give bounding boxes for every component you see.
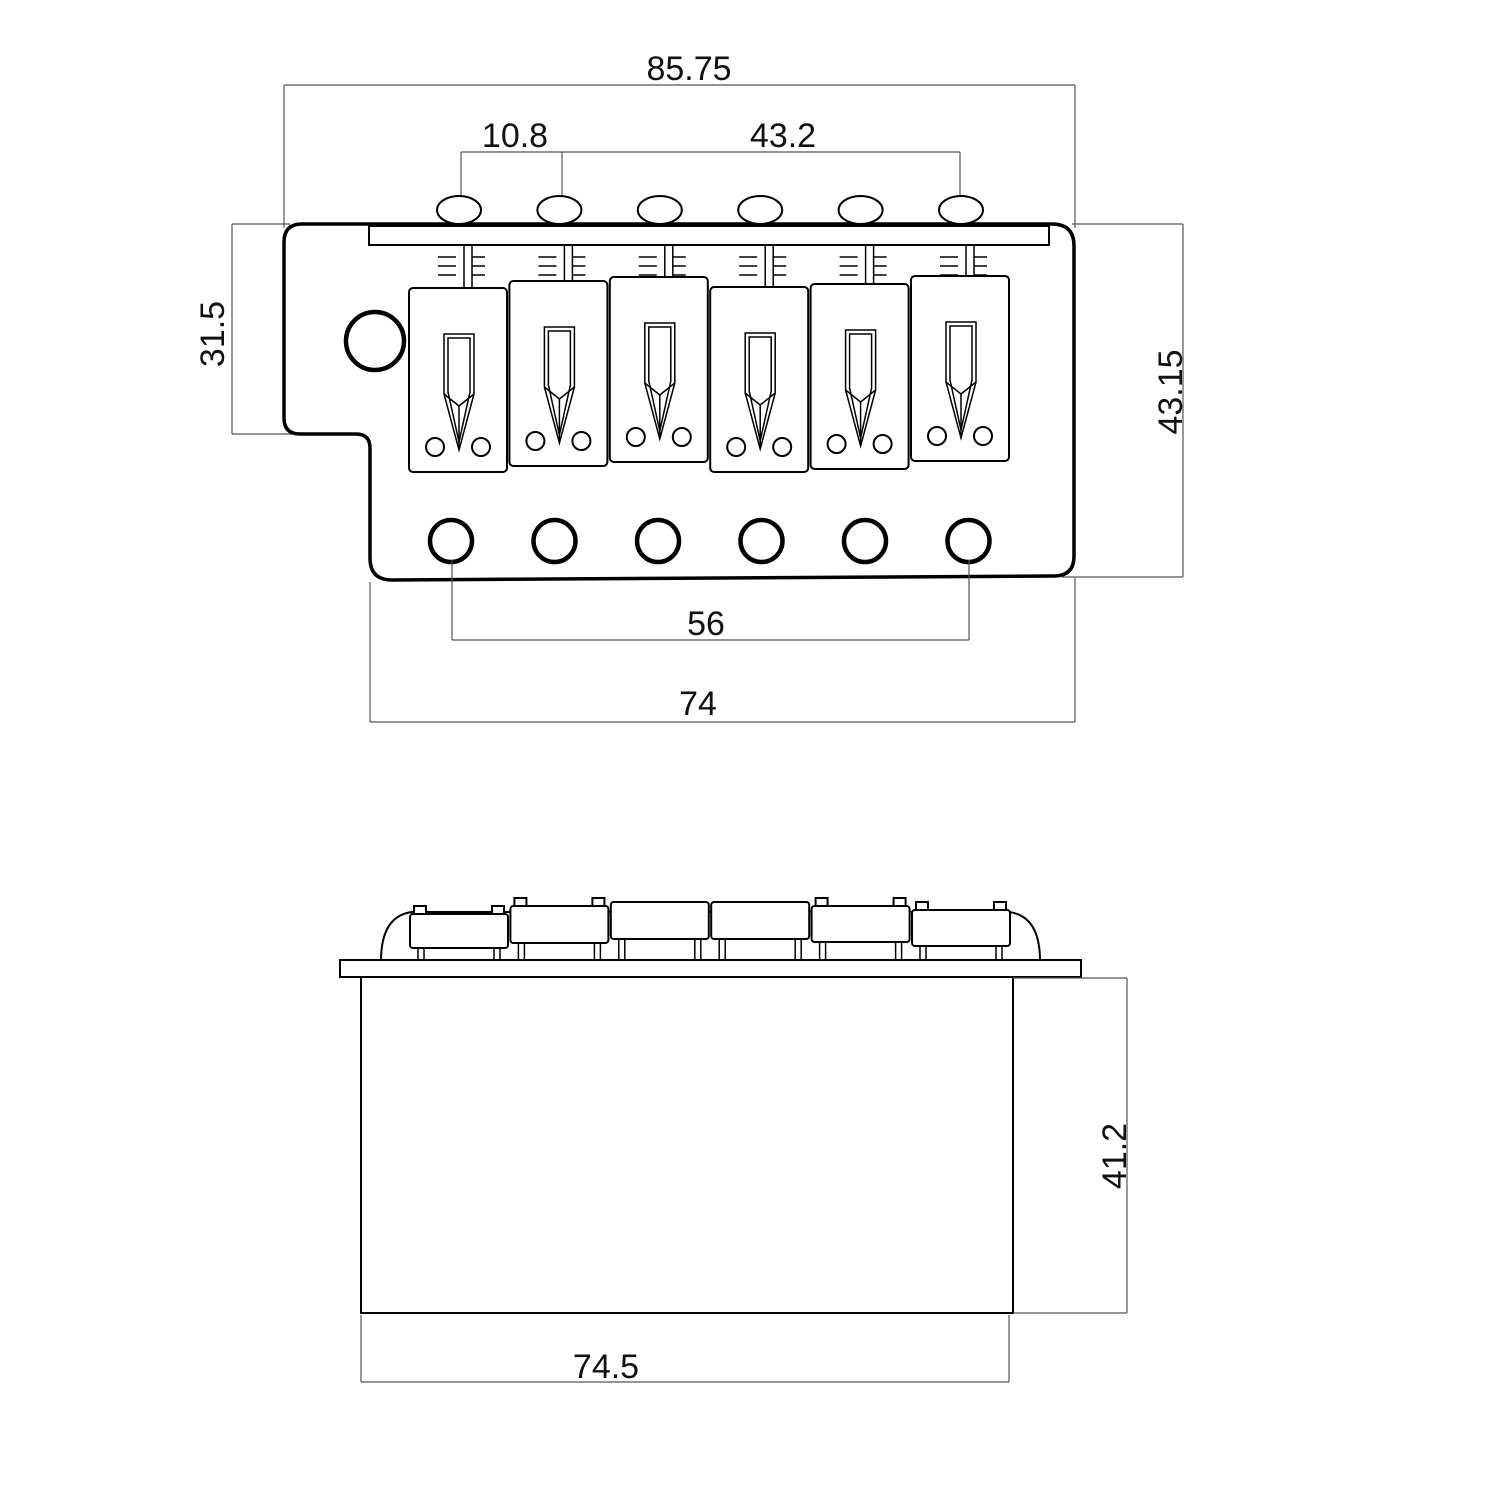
side-saddle-3 — [609, 901, 710, 960]
side-saddle-screw-head — [993, 901, 1007, 911]
string-ferrule-3 — [636, 195, 683, 225]
saddle-slot-inner — [547, 330, 572, 436]
dimension-label-block-width: 74.5 — [573, 1348, 639, 1386]
dimension-block-height: 41.2 — [1013, 977, 1134, 1314]
saddle-body — [408, 287, 508, 473]
screw-hole-6 — [945, 517, 992, 565]
side-saddle-screw-head — [513, 897, 528, 907]
string-ferrules — [436, 195, 984, 225]
saddle-4 — [709, 245, 810, 473]
saddle-slot — [543, 326, 576, 446]
side-saddle-6 — [911, 901, 1011, 960]
saddle-body — [608, 276, 709, 463]
side-saddle-4 — [710, 901, 811, 960]
string-ferrule-6 — [938, 195, 984, 225]
side-saddle-screw-head — [413, 905, 427, 915]
saddle-body — [910, 275, 1010, 462]
dimension-label-screw-span: 56 — [687, 605, 725, 643]
dimension-right-height: 43.15 — [1062, 223, 1190, 578]
saddle-body — [508, 280, 609, 467]
saddle-5 — [809, 245, 910, 470]
saddle-1 — [408, 245, 508, 473]
saddle-slot — [443, 333, 475, 453]
height-screw-right — [471, 437, 491, 457]
screw-holes — [427, 517, 992, 565]
dimension-screw-span: 56 — [451, 560, 970, 643]
height-screw-left — [525, 431, 546, 451]
saddle-slot — [945, 321, 977, 441]
top-view: 85.75 10.8 43.2 31.5 43.15 — [194, 50, 1190, 723]
height-screw-right — [571, 431, 592, 451]
side-saddle-screw-head — [591, 897, 606, 907]
saddle-body — [809, 283, 910, 470]
dimension-block-width: 74.5 — [360, 1315, 1010, 1386]
dimension-label-right-height: 43.15 — [1152, 349, 1190, 434]
saddle-slot — [844, 329, 877, 449]
saddle-slot-inner — [748, 336, 772, 442]
top-string-bar — [368, 225, 1050, 246]
saddles — [408, 245, 1010, 473]
saddle-slot-inner — [648, 326, 672, 432]
saddle-body — [709, 286, 810, 473]
dimension-overall-width: 85.75 — [283, 50, 1076, 228]
side-saddle-screw-head — [814, 897, 829, 907]
side-saddle-screw-head — [491, 905, 505, 915]
saddle-slot — [744, 332, 776, 452]
dimension-label-overall-width: 85.75 — [646, 50, 731, 88]
saddle-slot-inner — [949, 325, 973, 431]
inertia-block — [360, 976, 1014, 1314]
screw-hole-2 — [531, 517, 578, 565]
dimension-base-width: 74 — [369, 578, 1076, 723]
string-ferrule-1 — [436, 195, 482, 225]
side-view: 41.2 74.5 — [339, 897, 1134, 1386]
dimension-left-height: 31.5 — [194, 223, 292, 435]
side-saddle-5 — [810, 897, 911, 960]
side-saddle-body — [509, 905, 610, 944]
side-saddles — [409, 897, 1011, 960]
height-screw-left — [826, 434, 847, 454]
side-saddle-1 — [409, 905, 509, 960]
screw-hole-1 — [427, 517, 475, 565]
height-screw-left — [927, 426, 947, 446]
height-screw-left — [425, 437, 445, 457]
side-saddle-2 — [509, 897, 610, 960]
screw-hole-5 — [841, 517, 889, 565]
side-saddle-body — [911, 909, 1011, 947]
saddle-6 — [910, 245, 1010, 462]
screw-hole-3 — [634, 517, 682, 565]
height-screw-left — [726, 437, 747, 457]
string-ferrule-4 — [737, 195, 784, 225]
dimension-label-left-height: 31.5 — [194, 301, 232, 367]
saddle-slot-inner — [848, 333, 873, 439]
side-saddle-body — [409, 913, 509, 949]
side-saddle-screw-head — [915, 901, 929, 911]
string-ferrule-5 — [837, 195, 884, 225]
saddle-3 — [608, 245, 709, 463]
saddle-slot — [644, 322, 676, 442]
dimension-string-spacing: 10.8 43.2 — [460, 117, 961, 196]
side-saddle-body — [609, 901, 710, 940]
side-saddle-body — [710, 901, 811, 940]
height-screw-right — [872, 434, 893, 454]
screw-hole-4 — [738, 517, 785, 565]
height-screw-right — [671, 427, 692, 447]
dimension-label-base-width: 74 — [679, 685, 717, 723]
saddle-2 — [508, 245, 609, 467]
side-saddle-screw-head — [892, 897, 907, 907]
dimension-label-first-string-spacing: 10.8 — [482, 117, 548, 155]
dimension-label-block-height: 41.2 — [1096, 1123, 1134, 1189]
saddle-slot-inner — [447, 337, 471, 443]
mounting-hole — [343, 309, 407, 373]
string-ferrule-2 — [536, 195, 583, 225]
height-screw-right — [973, 426, 993, 446]
dimension-label-string-span: 43.2 — [750, 117, 816, 155]
height-screw-right — [772, 437, 793, 457]
side-baseplate — [339, 959, 1082, 978]
side-saddle-body — [810, 905, 911, 943]
height-screw-left — [625, 427, 646, 447]
